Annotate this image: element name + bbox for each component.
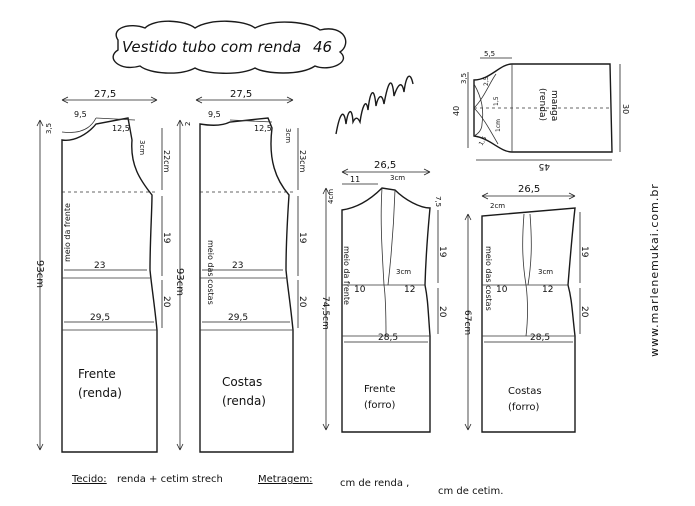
title-text: Vestido tubo com renda xyxy=(122,38,301,56)
piece-manga: 5,5 3,5 40 30 45 2,5 1,5 1,5 1cm manga (… xyxy=(452,50,630,171)
costas-length: 93cm xyxy=(174,268,185,296)
manga-left-w: 40 xyxy=(452,106,461,116)
frente-waist: 23 xyxy=(94,261,105,271)
costas-shoulder: 12,5 xyxy=(254,124,272,133)
manga-label: manga xyxy=(549,90,559,121)
manga-c3: 1,5 xyxy=(493,96,500,106)
frente-forro-drop: 3cm xyxy=(390,174,405,182)
meterage-1: cm de renda , xyxy=(340,478,409,489)
manga-c1: 2,5 xyxy=(483,76,490,86)
manga-sub: (renda) xyxy=(537,88,547,121)
manga-right-w: 30 xyxy=(621,104,630,114)
costas-hip: 29,5 xyxy=(228,313,248,323)
costas-forro-length: 67cm xyxy=(462,310,472,335)
costas-forro-hip-len: 20 xyxy=(579,306,589,318)
costas-renda-sub: (renda) xyxy=(222,394,266,408)
frente-forro-name: Frente xyxy=(364,384,395,395)
frente-hip: 29,5 xyxy=(90,313,110,323)
frente-top-width: 27,5 xyxy=(94,89,116,100)
frente-forro-length: 74,5cm xyxy=(320,296,330,330)
fabric-value: renda + cetim strech xyxy=(117,474,223,485)
manga-c4: 1cm xyxy=(495,119,502,132)
fabric-label: Tecido: xyxy=(71,474,107,485)
manga-c2: 1,5 xyxy=(478,135,489,147)
costas-forro-waist-right: 12 xyxy=(542,285,553,295)
costas-top-width: 27,5 xyxy=(230,89,252,100)
title-number: 46 xyxy=(313,38,332,56)
piece-costas-forro: 26,5 2cm 3cm 10 12 28,5 19 20 67cm meio … xyxy=(462,184,589,433)
frente-shoulder-drop: 3cm xyxy=(138,140,146,155)
costas-neck-w: 9,5 xyxy=(208,110,221,119)
frente-armhole: 22cm xyxy=(162,150,171,173)
frente-forro-fold: meio da frente xyxy=(342,246,351,305)
frente-length: 93cm xyxy=(34,260,45,288)
frente-hip-len: 20 xyxy=(161,296,171,308)
frente-forro-dart: 3cm xyxy=(396,268,411,276)
footer-notes: Tecido: renda + cetim strech Metragem: c… xyxy=(71,474,503,497)
frente-forro-hip: 28,5 xyxy=(378,333,398,343)
manga-cap-h: 3,5 xyxy=(460,73,468,84)
costas-forro-waist-len: 19 xyxy=(579,246,589,258)
costas-forro-name: Costas xyxy=(508,386,542,397)
piece-frente-forro: 26,5 11 3cm 4cm 7,5 3cm 10 12 28,5 19 20… xyxy=(320,160,447,433)
costas-waist: 23 xyxy=(232,261,243,271)
frente-fold: meio da frente xyxy=(63,203,72,262)
costas-forro-top-drop: 2cm xyxy=(490,202,505,210)
frente-forro-neck: 4cm xyxy=(327,189,335,204)
costas-renda-name: Costas xyxy=(222,375,262,389)
costas-hip-len: 20 xyxy=(297,296,307,308)
costas-forro-sub: (forro) xyxy=(508,402,539,413)
costas-shoulder-drop: 3cm xyxy=(284,128,292,143)
piece-frente-renda: 27,5 9,5 12,5 3,5 3cm 23 29,5 22cm 19 20… xyxy=(34,89,171,453)
website-text: www.marlenemukai.com.br xyxy=(648,183,661,357)
frente-forro-left: 11 xyxy=(350,175,360,184)
title-cloud: Vestido tubo com renda 46 xyxy=(112,20,347,74)
frente-forro-sub: (forro) xyxy=(364,400,395,411)
frente-forro-side: 7,5 xyxy=(434,196,442,207)
frente-renda-name: Frente xyxy=(78,367,116,381)
costas-armhole: 23cm xyxy=(298,150,307,173)
meterage-2: cm de cetim. xyxy=(438,486,503,497)
piece-costas-renda: 27,5 9,5 12,5 2 3cm 23 29,5 23cm 19 20 9… xyxy=(174,89,307,453)
costas-neck-drop: 2 xyxy=(184,122,192,126)
frente-neck-drop: 3,5 xyxy=(45,123,53,134)
frente-forro-waist-right: 12 xyxy=(404,285,415,295)
frente-waist-len: 19 xyxy=(161,232,171,244)
manga-cap-w: 5,5 xyxy=(484,50,495,58)
frente-forro-waist-left: 10 xyxy=(354,285,366,295)
frente-shoulder: 12,5 xyxy=(112,124,130,133)
frente-forro-top-width: 26,5 xyxy=(374,160,396,171)
costas-waist-len: 19 xyxy=(297,232,307,244)
costas-forro-waist-left: 10 xyxy=(496,285,508,295)
costas-fold: meio das costas xyxy=(206,240,215,305)
frente-renda-sub: (renda) xyxy=(78,386,122,400)
costas-forro-dart: 3cm xyxy=(538,268,553,276)
meterage-label: Metragem: xyxy=(258,474,313,485)
manga-bottom: 45 xyxy=(539,161,550,171)
frente-forro-waist-len: 19 xyxy=(437,246,447,258)
frente-neck-w: 9,5 xyxy=(74,110,87,119)
costas-forro-hip: 28,5 xyxy=(530,333,550,343)
costas-forro-top-width: 26,5 xyxy=(518,184,540,195)
signature xyxy=(335,75,414,135)
costas-forro-fold: meio das costas xyxy=(484,246,493,311)
frente-forro-hip-len: 20 xyxy=(437,306,447,318)
